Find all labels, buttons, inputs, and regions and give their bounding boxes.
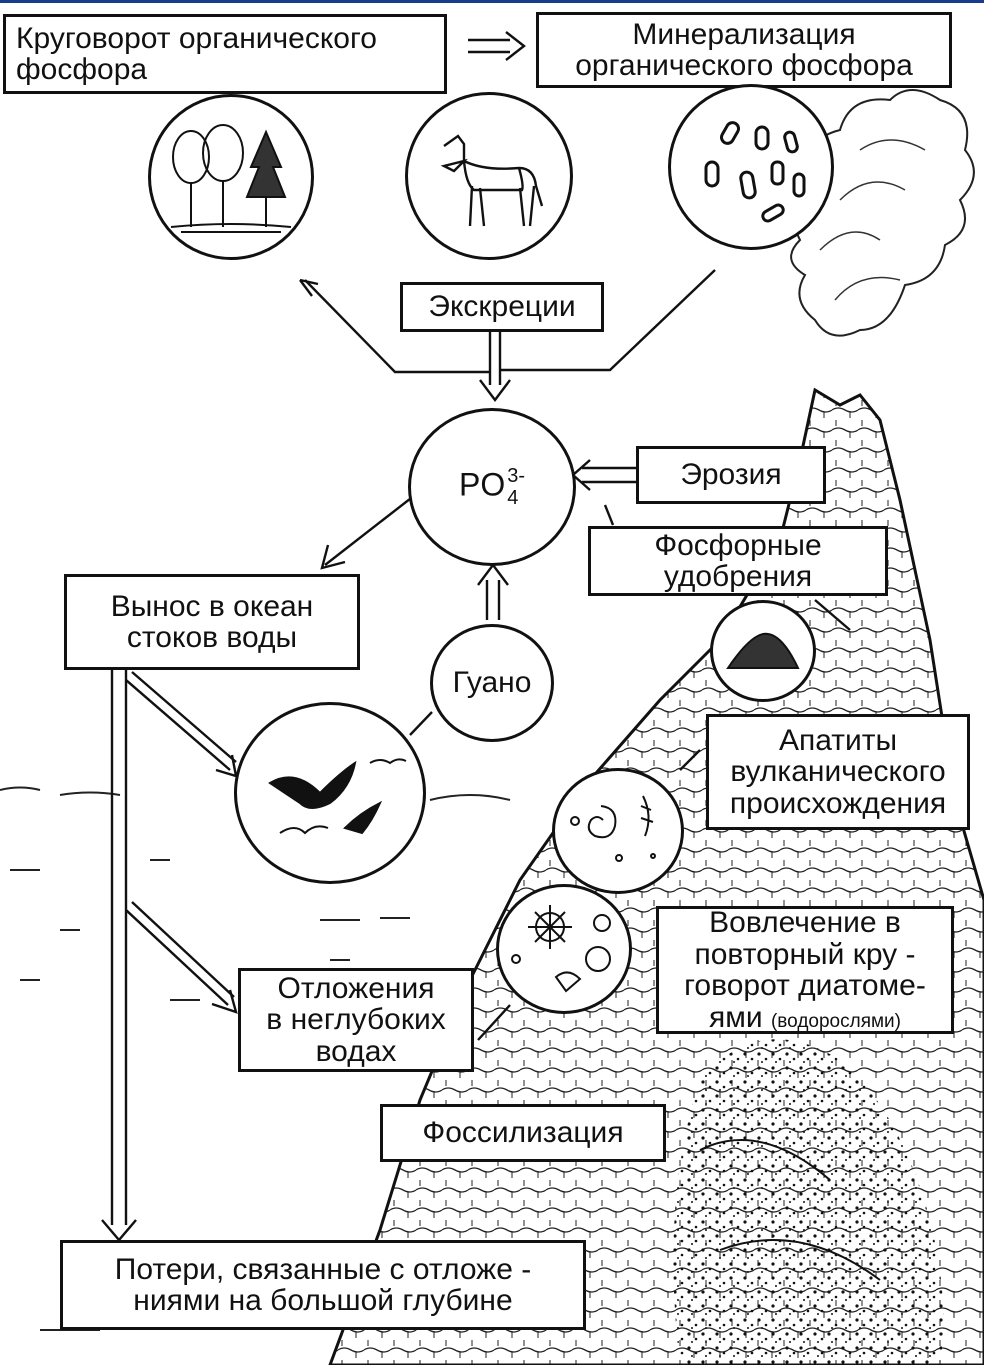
top-border xyxy=(0,0,984,3)
fossils-circle xyxy=(552,768,684,894)
trees-icon xyxy=(170,124,292,233)
apatites-box: Апатиты вулканического происхождения xyxy=(706,714,970,830)
erosion-label: Эрозия xyxy=(680,458,782,492)
excretion-box: Экскреции xyxy=(400,282,604,332)
erosion-box: Эрозия xyxy=(636,446,826,504)
mineralization-line2: органического фосфора xyxy=(575,49,913,82)
title-line2: фосфора xyxy=(16,53,148,86)
diatoms-line4a: ями xyxy=(708,1000,763,1034)
birds-icon xyxy=(268,758,407,835)
diatoms-line2: повторный кру - xyxy=(694,937,916,971)
mineralization-line1: Минерализация xyxy=(632,17,856,51)
fertilizers-line1: Фосфорные xyxy=(654,528,822,562)
guano-circle: Гуано xyxy=(430,624,554,742)
phosphate-charge: 3- xyxy=(507,465,526,487)
shallow-line1: Отложения xyxy=(277,971,435,1005)
diatoms-icon xyxy=(511,905,611,993)
guano-label: Гуано xyxy=(452,666,532,699)
diatom-recycle-box: Вовлечение в повторный кру - говорот диа… xyxy=(656,906,954,1034)
runoff-box: Вынос в океан стоков воды xyxy=(64,574,360,670)
plants-circle xyxy=(148,94,314,260)
diatoms-line4b: (водорослями) xyxy=(770,1010,901,1032)
losses-line2: ниями на большой глубине xyxy=(133,1284,513,1317)
fertilizer-pile-circle xyxy=(710,600,816,702)
diatoms-line3: говорот диатоме- xyxy=(684,969,926,1002)
fertilizers-line2: удобрения xyxy=(663,560,813,593)
runoff-line1: Вынос в океан xyxy=(110,589,314,623)
shallow-line3: водах xyxy=(315,1034,397,1068)
shallow-line2: в неглубоких xyxy=(266,1003,446,1037)
arrows xyxy=(101,31,851,1242)
shallow-deposits-box: Отложения в неглубоких водах xyxy=(238,968,474,1072)
animals-circle xyxy=(405,92,573,260)
losses-line1: Потери, связанные с отложе - xyxy=(114,1252,532,1286)
horse-icon xyxy=(440,134,544,227)
fertilizers-box: Фосфорные удобрения xyxy=(588,526,888,596)
diatoms-line4: ями (водорослями) xyxy=(708,1000,901,1034)
mountain-dark-core xyxy=(673,1039,944,1365)
apatites-line1: Апатиты xyxy=(778,723,898,757)
mineralization-box: Минерализация органического фосфора xyxy=(536,12,952,88)
seabirds-circle xyxy=(234,702,426,884)
excretion-label: Экскреции xyxy=(428,290,576,324)
volcano-smoke xyxy=(790,89,975,337)
fossils-icon xyxy=(570,795,656,862)
title-box: Круговорот органического фосфора xyxy=(3,14,447,94)
phosphate-base: PO xyxy=(458,466,506,503)
pile-icon xyxy=(726,632,800,669)
apatites-line3: происхождения xyxy=(729,786,947,820)
phosphate-subscript: 4 xyxy=(507,487,519,509)
title-line1: Круговорот органического xyxy=(16,21,377,55)
fossilization-box: Фоссилизация xyxy=(380,1104,666,1162)
losses-box: Потери, связанные с отложе - ниями на бо… xyxy=(60,1240,586,1330)
bacteria-circle xyxy=(668,84,834,250)
apatites-line2: вулканического xyxy=(730,755,946,789)
diatoms-circle xyxy=(496,884,632,1014)
runoff-line2: стоков воды xyxy=(126,621,298,654)
diatoms-line1: Вовлечение в xyxy=(709,906,901,939)
bacteria-icon xyxy=(704,121,806,223)
fossilization-label: Фоссилизация xyxy=(422,1116,624,1150)
